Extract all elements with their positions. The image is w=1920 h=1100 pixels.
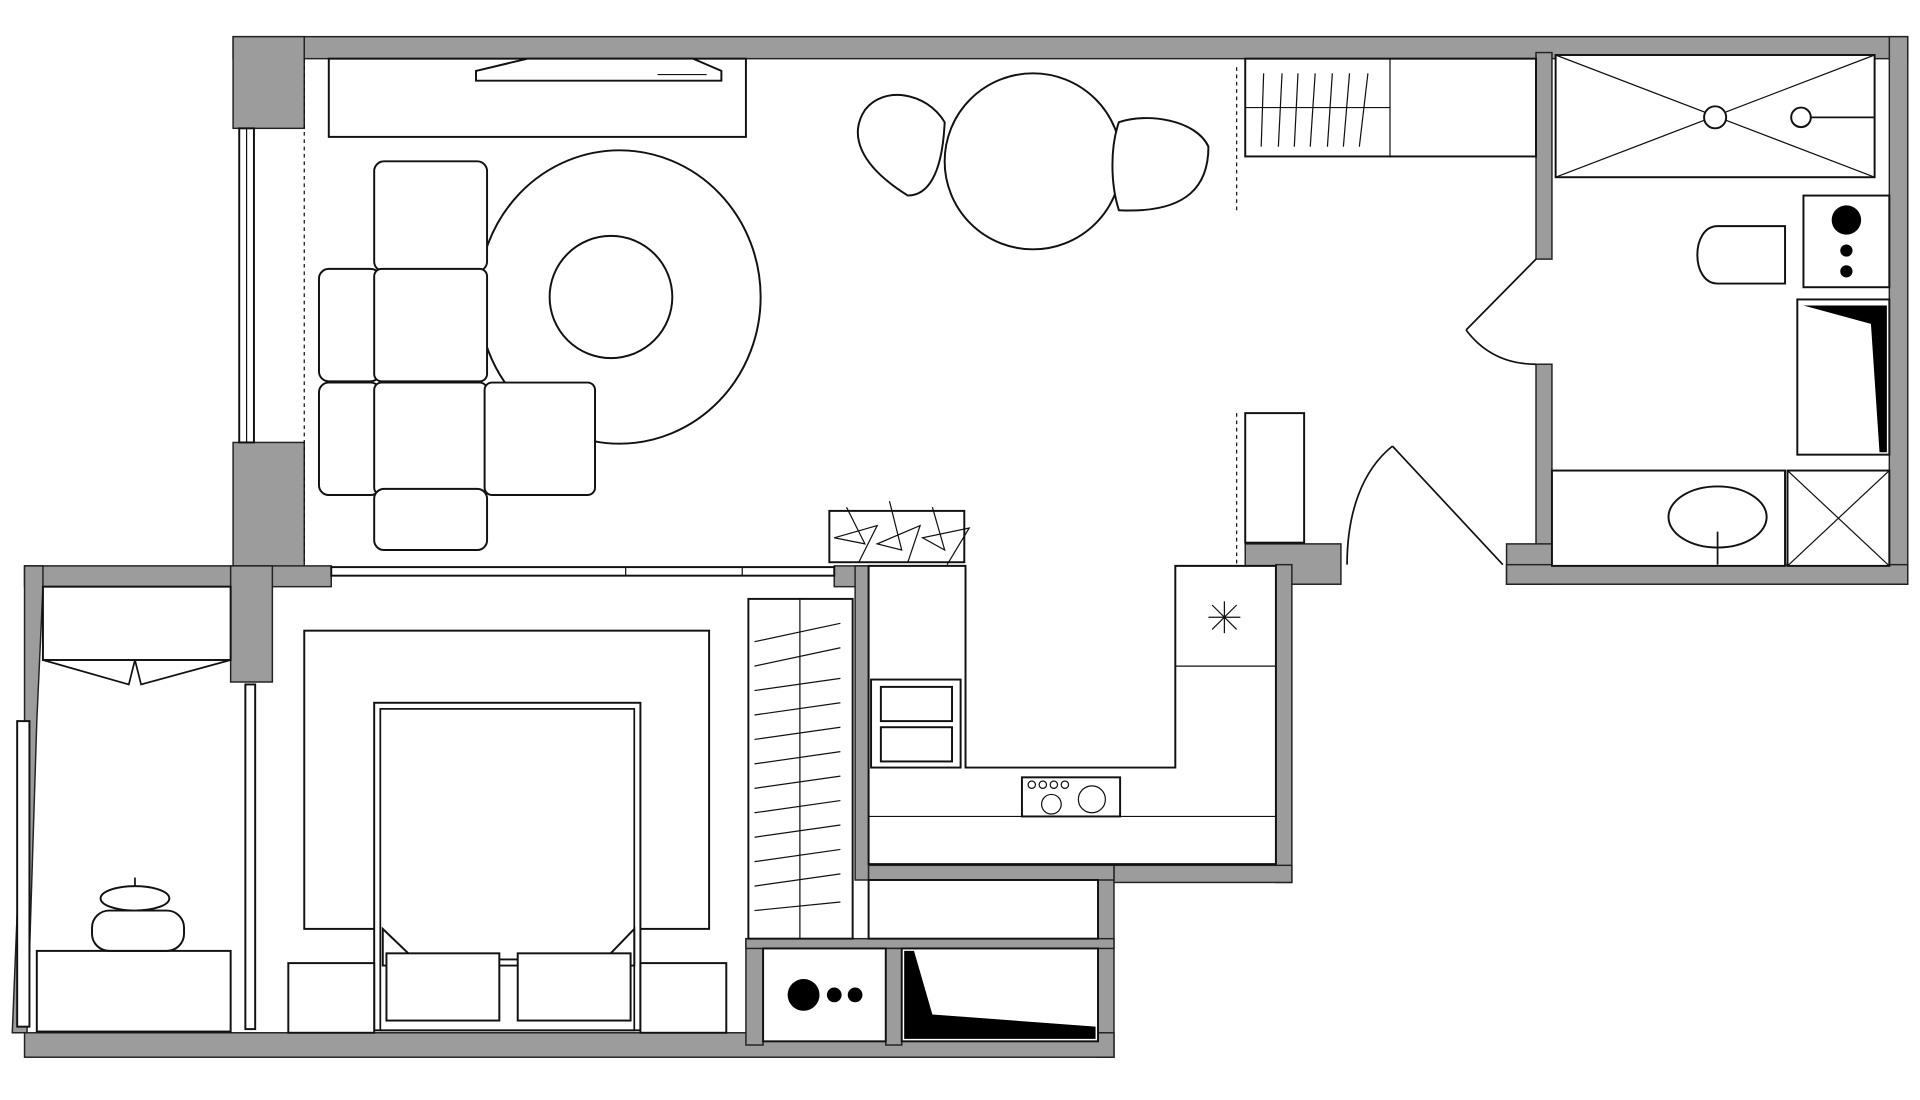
sofa-icon xyxy=(317,160,596,551)
wall-storage-top xyxy=(745,937,1115,950)
bed-icon xyxy=(287,629,728,1034)
rug-icon xyxy=(477,149,762,445)
plant-icon xyxy=(828,500,971,565)
wardrobe-icon xyxy=(1244,57,1537,158)
wall-bath-left-lower xyxy=(1535,363,1553,549)
wall-storage-upper xyxy=(867,864,1115,881)
wall-right xyxy=(1888,35,1909,585)
wall-kitchen-right xyxy=(1275,563,1293,884)
wall-storage-left xyxy=(745,937,764,1046)
wall-left-upper xyxy=(232,35,305,130)
wall-left-lower xyxy=(232,441,305,570)
desk-icon xyxy=(35,949,232,1033)
storage xyxy=(762,879,1100,1043)
sink-icon xyxy=(870,678,962,769)
armchair-icon xyxy=(856,94,1210,212)
toilet-icon xyxy=(1696,225,1787,285)
dining-table-icon xyxy=(943,72,1123,251)
tv-icon xyxy=(327,57,747,138)
stove-icon xyxy=(1020,776,1122,818)
wall-storage-right xyxy=(1097,864,1115,1058)
wall-study-partition xyxy=(229,565,274,683)
window-icon xyxy=(16,58,1238,1031)
wall-storage-mid xyxy=(885,947,903,1046)
office-chair-icon xyxy=(91,877,186,952)
wall-bath-bottom xyxy=(1505,563,1909,585)
wall-bedroom-top xyxy=(23,565,332,588)
wardrobe-icon xyxy=(747,597,854,940)
wall-kitchen-bottom xyxy=(1097,864,1293,884)
wall-bath-left-upper xyxy=(1535,51,1553,260)
wardrobe-icon xyxy=(41,585,232,686)
wall-kitchen-left xyxy=(854,565,870,881)
washer-icon xyxy=(1796,194,1891,456)
door-icon xyxy=(1244,258,1537,566)
sink-icon xyxy=(1550,469,1891,567)
shower-icon xyxy=(1554,54,1876,179)
